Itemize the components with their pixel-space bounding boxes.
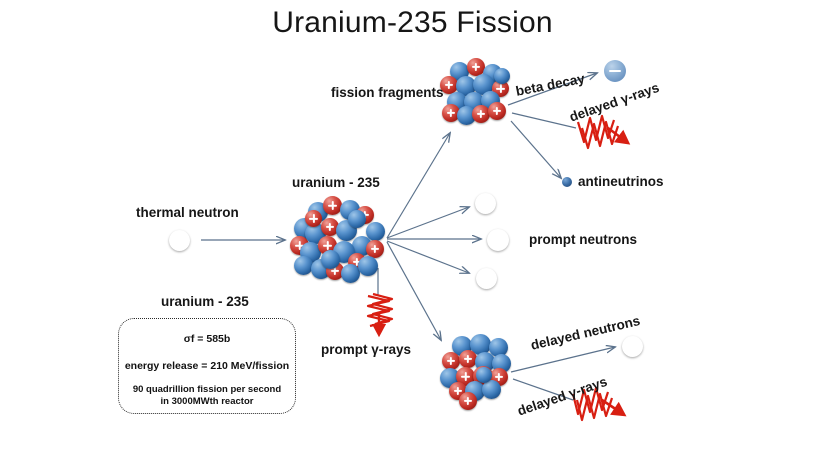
uranium-235-info-box: σf = 585b energy release = 210 MeV/fissi… xyxy=(118,318,296,414)
prompt-gamma-wave-icon xyxy=(366,292,394,328)
page-title: Uranium-235 Fission xyxy=(272,6,553,39)
infobox-cross-section: σf = 585b xyxy=(183,333,231,345)
label-beta-decay: beta decay xyxy=(514,70,586,99)
infobox-rate-line2: in 3000MWth reactor xyxy=(160,396,254,407)
label-prompt-neutrons: prompt neutrons xyxy=(529,232,637,247)
prompt-neutron-sphere-3 xyxy=(476,268,497,289)
stem-delayed-gamma-top xyxy=(511,112,577,129)
label-uranium-center: uranium - 235 xyxy=(292,175,380,190)
fission-fragment-lower xyxy=(440,334,514,410)
delayed-gamma-bottom-arrow-icon xyxy=(601,398,627,417)
arrow-delayed-neutrons xyxy=(510,347,615,373)
arrow-to-upper-fragment xyxy=(386,133,450,239)
arrow-prompt-neutron-1 xyxy=(386,207,469,239)
infobox-heading: uranium - 235 xyxy=(161,294,249,309)
label-fission-fragments: fission fragments xyxy=(331,85,444,100)
infobox-rate-line1: 90 quadrillion fission per second xyxy=(132,384,282,395)
infobox-energy-release: energy release = 210 MeV/fission xyxy=(124,360,290,372)
label-antineutrinos: antineutrinos xyxy=(578,174,664,189)
arrow-antineutrinos xyxy=(510,120,561,178)
prompt-neutron-sphere-2 xyxy=(487,229,509,251)
uranium-235-nucleus xyxy=(288,196,388,284)
arrow-to-lower-fragment xyxy=(386,241,441,340)
delayed-neutron-sphere xyxy=(622,336,643,357)
arrow-prompt-neutron-3 xyxy=(386,240,469,273)
delayed-gamma-top-arrow-icon xyxy=(607,126,631,145)
thermal-neutron-sphere xyxy=(169,230,190,251)
label-prompt-gamma-rays: prompt γ-rays xyxy=(321,342,412,357)
antineutrino-dot-icon xyxy=(562,177,572,187)
fission-fragment-upper xyxy=(440,58,512,128)
label-delayed-gamma-rays-bottom: delayed γ-rays xyxy=(515,373,610,419)
electron-minus-icon xyxy=(604,60,626,82)
label-thermal-neutron: thermal neutron xyxy=(136,205,239,220)
prompt-neutron-sphere-1 xyxy=(475,193,496,214)
